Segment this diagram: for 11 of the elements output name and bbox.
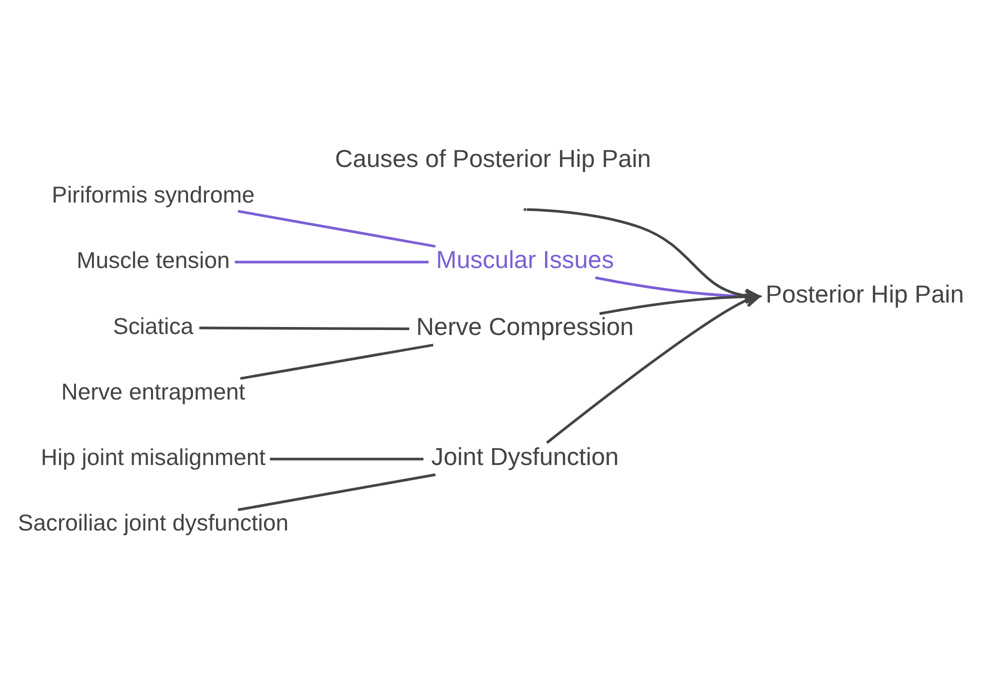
node-text: Posterior Hip Pain [766, 281, 964, 308]
node-text: Sacroiliac joint dysfunction [18, 510, 289, 536]
node-text: Joint Dysfunction [431, 444, 619, 471]
node-text: Nerve entrapment [61, 378, 246, 404]
node-text: Muscular Issues [436, 246, 614, 274]
node-text: Muscle tension [76, 247, 230, 274]
node-text: Nerve Compression [416, 314, 634, 342]
node-text: Hip joint misalignment [40, 444, 266, 470]
node-text: Sciatica [113, 312, 194, 339]
node-text: Piriformis syndrome [52, 181, 255, 208]
diagram-title: Causes of Posterior Hip Pain [335, 146, 651, 173]
